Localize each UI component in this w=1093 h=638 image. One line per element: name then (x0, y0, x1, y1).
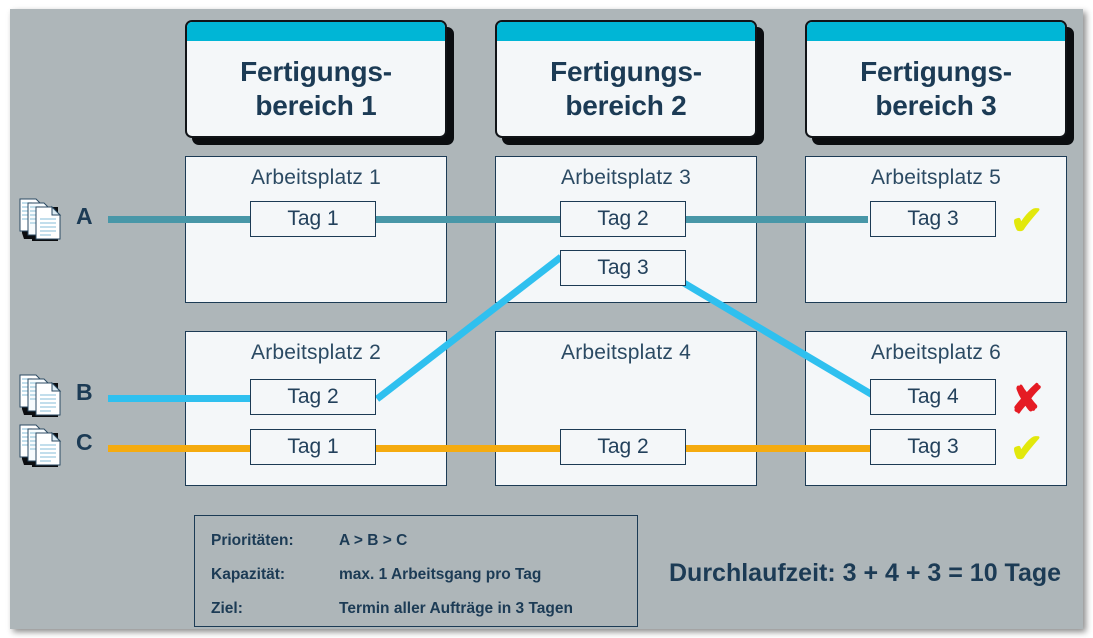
tag-chip-ap1-a[interactable]: Tag 1 (250, 201, 376, 237)
header-accent-bar (807, 22, 1065, 41)
legend-box: Prioritäten: A > B > C Kapazität: max. 1… (194, 515, 638, 627)
cross-icon-order-b: ✘ (1010, 378, 1044, 422)
legend-value: max. 1 Arbeitsgang pro Tag (339, 566, 542, 583)
tag-chip-ap5-a[interactable]: Tag 3 (870, 201, 996, 237)
legend-key: Ziel: (211, 600, 243, 617)
documents-icon (19, 424, 62, 467)
flow-line-order-c (108, 445, 893, 452)
documents-icon (19, 198, 62, 241)
workstation-title: Arbeitsplatz 4 (560, 341, 692, 364)
legend-row-kapazitaet: Kapazität: max. 1 Arbeitsgang pro Tag (211, 566, 629, 590)
tag-chip-ap6-b[interactable]: Tag 4 (870, 379, 996, 415)
order-a[interactable]: A (18, 195, 118, 247)
legend-row-prioritaeten: Prioritäten: A > B > C (211, 532, 629, 556)
slide-background: Fertigungs- bereich 1 Fertigungs- bereic… (10, 9, 1083, 629)
tag-chip-ap2-c[interactable]: Tag 1 (250, 429, 376, 465)
flow-line-order-a (108, 216, 868, 223)
tag-chip-ap6-c[interactable]: Tag 3 (870, 429, 996, 465)
workstation-title: Arbeitsplatz 6 (870, 341, 1002, 364)
legend-key: Kapazität: (211, 566, 286, 583)
order-label-b: B (76, 379, 93, 405)
order-label-c: C (76, 429, 93, 455)
tag-chip-ap3-b[interactable]: Tag 3 (560, 250, 686, 286)
tag-chip-ap2-b[interactable]: Tag 2 (250, 379, 376, 415)
header-card-label: Fertigungs- bereich 2 (550, 56, 702, 121)
order-label-a: A (76, 203, 93, 229)
legend-row-ziel: Ziel: Termin aller Aufträge in 3 Tagen (211, 600, 629, 624)
tag-chip-ap3-a[interactable]: Tag 2 (560, 201, 686, 237)
legend-value: Termin aller Aufträge in 3 Tagen (339, 600, 573, 617)
header-accent-bar (187, 22, 445, 41)
workstation-title: Arbeitsplatz 2 (250, 341, 382, 364)
durchlaufzeit-summary: Durchlaufzeit: 3 + 4 + 3 = 10 Tage (669, 559, 1062, 587)
workstation-title: Arbeitsplatz 5 (870, 166, 1002, 189)
header-card-label: Fertigungs- bereich 3 (860, 56, 1012, 121)
header-card-label: Fertigungs- bereich 1 (240, 56, 392, 121)
check-icon-order-a: ✔ (1010, 199, 1044, 243)
legend-value: A > B > C (339, 532, 408, 549)
order-c[interactable]: C (18, 421, 118, 473)
order-b[interactable]: B (18, 371, 118, 423)
legend-key: Prioritäten: (211, 532, 294, 549)
flow-line-order-b-entry (108, 395, 263, 402)
header-accent-bar (497, 22, 755, 41)
tag-chip-ap4-c[interactable]: Tag 2 (560, 429, 686, 465)
workstation-arbeitsplatz-1[interactable]: Arbeitsplatz 1 (185, 156, 447, 303)
header-card-fertigungsbereich-1[interactable]: Fertigungs- bereich 1 (185, 20, 447, 138)
workstation-title: Arbeitsplatz 3 (560, 166, 692, 189)
header-card-fertigungsbereich-3[interactable]: Fertigungs- bereich 3 (805, 20, 1067, 138)
documents-icon (19, 374, 62, 417)
header-card-fertigungsbereich-2[interactable]: Fertigungs- bereich 2 (495, 20, 757, 138)
workstation-title: Arbeitsplatz 1 (250, 166, 382, 189)
check-icon-order-c: ✔ (1010, 427, 1044, 471)
